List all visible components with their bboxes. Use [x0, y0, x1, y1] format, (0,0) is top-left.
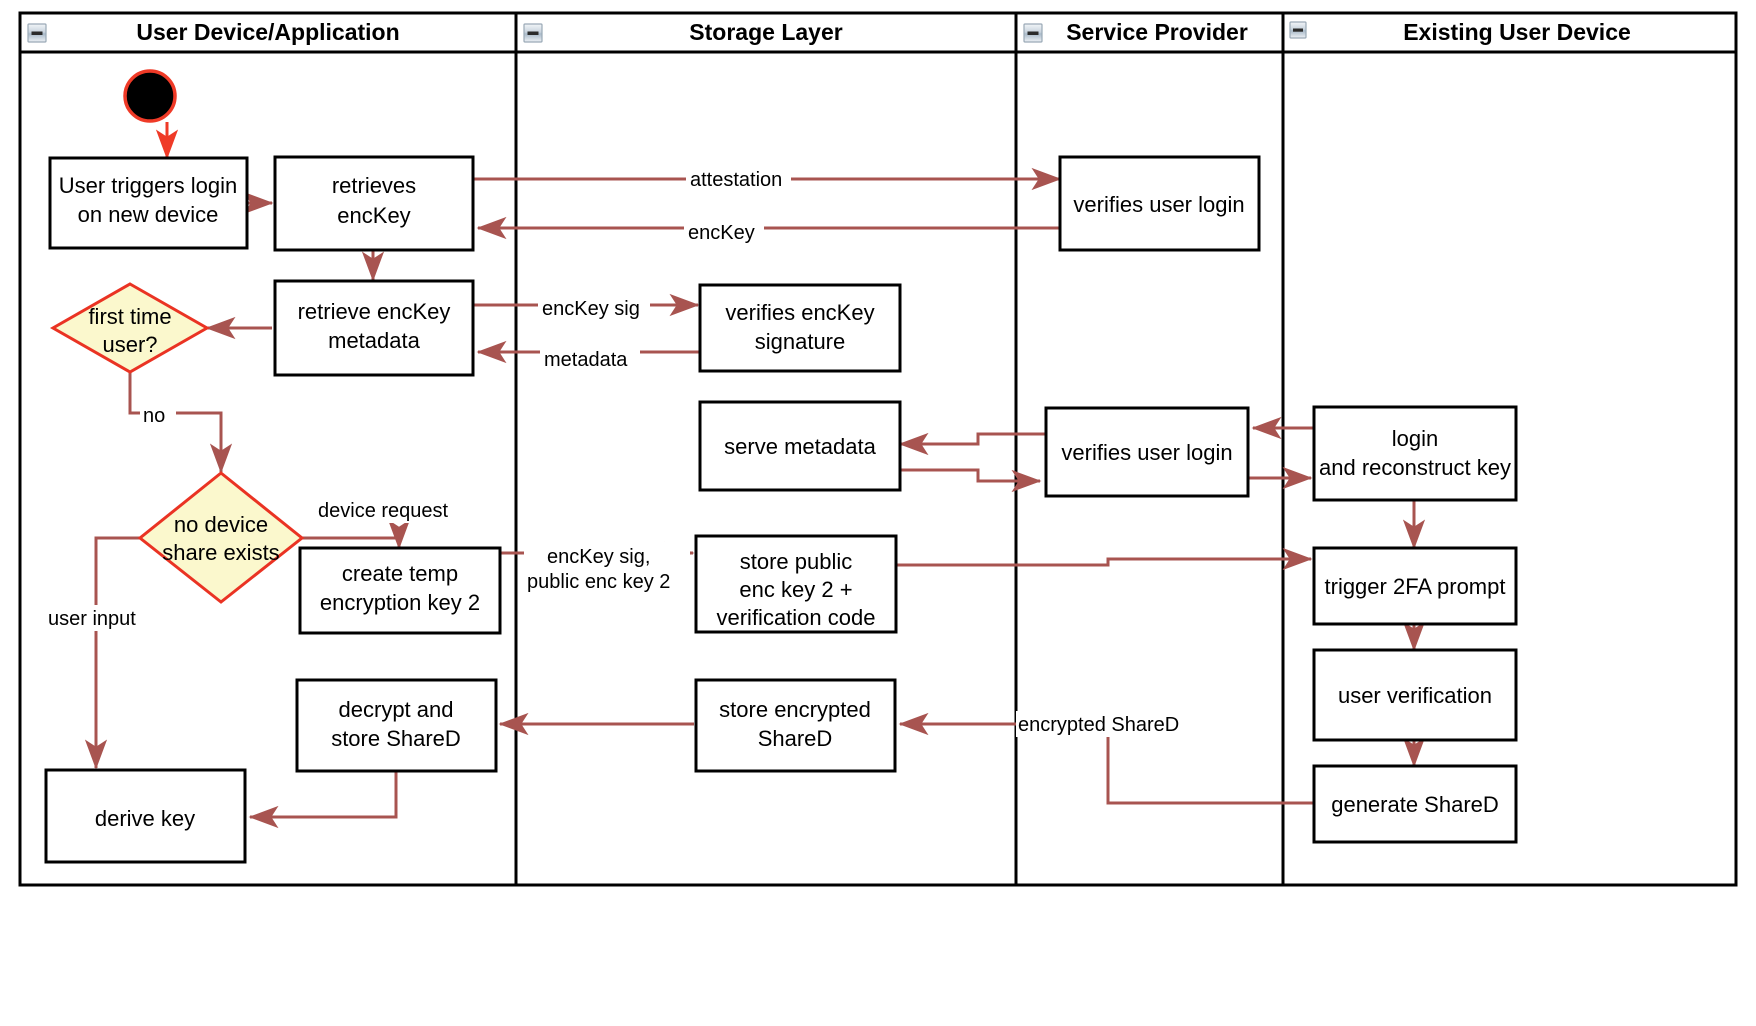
- flow-store-to-2fa: [896, 547, 1313, 571]
- node-label-line: no device: [174, 512, 268, 537]
- node-label-line: verifies encKey: [725, 300, 874, 325]
- edge-label-user-input: user input: [46, 605, 150, 631]
- edge-label-enckey: encKey: [684, 218, 764, 244]
- minimize-icon[interactable]: [1289, 21, 1307, 39]
- svg-text:encKey: encKey: [688, 222, 755, 244]
- lane-title-user-device: User Device/Application: [136, 19, 399, 45]
- edge-label-enckey-sig-public: encKey sig, public enc key 2: [524, 542, 690, 594]
- node-verifies-user-login-1[interactable]: verifies user login: [1058, 155, 1261, 252]
- svg-text:encKey sig,: encKey sig,: [547, 546, 650, 568]
- node-label-line: verifies user login: [1061, 440, 1232, 465]
- node-label-line: first time: [88, 304, 171, 329]
- node-label-line: on new device: [78, 202, 219, 227]
- edge-label-attestation: attestation: [686, 165, 791, 191]
- flow-user-input: [84, 536, 140, 770]
- edge-label-device-request: device request: [316, 497, 458, 523]
- node-store-encrypted-shared[interactable]: store encrypted ShareD: [694, 678, 897, 773]
- node-label-line: ShareD: [758, 726, 833, 751]
- node-label-line: derive key: [95, 806, 195, 831]
- flow-decrypt-to-derive: [248, 771, 398, 829]
- svg-text:user input: user input: [48, 608, 136, 630]
- svg-text:device request: device request: [318, 500, 449, 522]
- flow-encrypted-shared: [898, 712, 1313, 805]
- svg-text:attestation: attestation: [690, 169, 782, 191]
- lane-header-user-device: User Device/Application: [27, 19, 400, 45]
- node-label-line: enc key 2 +: [739, 577, 852, 602]
- edge-label-encrypted-shared: encrypted ShareD: [1016, 711, 1184, 737]
- flow-sp-to-serve-metadata: [898, 432, 1045, 456]
- swimlane-frame: [18, 11, 1738, 887]
- node-label-line: store public: [740, 549, 853, 574]
- svg-text:metadata: metadata: [544, 349, 628, 371]
- node-label-line: generate ShareD: [1331, 792, 1499, 817]
- node-login-reconstruct-key[interactable]: login and reconstruct key: [1312, 405, 1518, 502]
- lane-header-storage: Storage Layer: [523, 19, 843, 45]
- flow-serve-metadata-to-sp: [898, 468, 1042, 493]
- node-label-line: metadata: [328, 328, 420, 353]
- node-label-line: store ShareD: [331, 726, 461, 751]
- edge-label-no: no: [140, 402, 176, 428]
- minimize-icon[interactable]: [1023, 23, 1043, 43]
- flow-device-request: [302, 519, 411, 550]
- node-label-line: create temp: [342, 561, 458, 586]
- lane-title-storage: Storage Layer: [689, 19, 842, 45]
- lane-title-service-provider: Service Provider: [1066, 19, 1248, 45]
- start-node: [123, 69, 177, 123]
- node-trigger-2fa[interactable]: trigger 2FA prompt: [1312, 546, 1518, 626]
- svg-text:encrypted ShareD: encrypted ShareD: [1018, 714, 1179, 736]
- node-generate-shared[interactable]: generate ShareD: [1312, 764, 1518, 844]
- node-user-triggers-login[interactable]: User triggers login on new device: [48, 156, 249, 250]
- node-label-line: user verification: [1338, 683, 1492, 708]
- node-label-line: decrypt and: [339, 697, 454, 722]
- node-derive-key[interactable]: derive key: [44, 768, 247, 864]
- node-label-line: encryption key 2: [320, 590, 480, 615]
- node-label-line: User triggers login: [59, 173, 238, 198]
- node-no-device-share-decision[interactable]: no device share exists: [137, 471, 305, 604]
- node-label-line: verifies user login: [1073, 192, 1244, 217]
- svg-text:public enc key 2: public enc key 2: [527, 571, 670, 593]
- minimize-icon[interactable]: [523, 23, 543, 43]
- svg-text:no: no: [143, 405, 165, 427]
- edge-label-metadata: metadata: [540, 345, 640, 371]
- lane-title-existing-device: Existing User Device: [1403, 19, 1631, 45]
- node-retrieve-enckey-metadata[interactable]: retrieve encKey metadata: [273, 279, 475, 377]
- node-verifies-user-login-2[interactable]: verifies user login: [1044, 406, 1250, 498]
- node-label-line: encKey: [337, 203, 410, 228]
- node-label-line: trigger 2FA prompt: [1325, 574, 1506, 599]
- node-label-line: retrieve encKey: [298, 299, 451, 324]
- minimize-icon[interactable]: [27, 23, 47, 43]
- node-serve-metadata[interactable]: serve metadata: [698, 400, 902, 492]
- lane-header-service-provider: Service Provider: [1023, 19, 1248, 45]
- node-label-line: serve metadata: [724, 434, 876, 459]
- node-user-verification[interactable]: user verification: [1312, 648, 1518, 742]
- node-first-time-user-decision[interactable]: first time user?: [49, 282, 211, 374]
- node-verifies-enckey-signature[interactable]: verifies encKey signature: [698, 283, 902, 373]
- node-label-line: login: [1392, 426, 1438, 451]
- node-label-line: verification code: [717, 605, 876, 630]
- edge-label-enckey-sig: encKey sig: [538, 294, 650, 320]
- node-decrypt-store-shared[interactable]: decrypt and store ShareD: [295, 678, 498, 773]
- node-label-line: store encrypted: [719, 697, 871, 722]
- node-create-temp-key[interactable]: create temp encryption key 2: [298, 546, 502, 635]
- lane-header-existing-device: Existing User Device: [1289, 19, 1631, 45]
- node-label-line: signature: [755, 329, 846, 354]
- node-label-line: retrieves: [332, 173, 416, 198]
- node-label-line: share exists: [162, 540, 279, 565]
- node-retrieves-enckey[interactable]: retrieves encKey: [273, 155, 475, 252]
- svg-text:encKey sig: encKey sig: [542, 298, 640, 320]
- node-label-line: and reconstruct key: [1319, 455, 1511, 480]
- node-store-public-key[interactable]: store public enc key 2 + verification co…: [694, 534, 898, 634]
- node-label-line: user?: [102, 332, 157, 357]
